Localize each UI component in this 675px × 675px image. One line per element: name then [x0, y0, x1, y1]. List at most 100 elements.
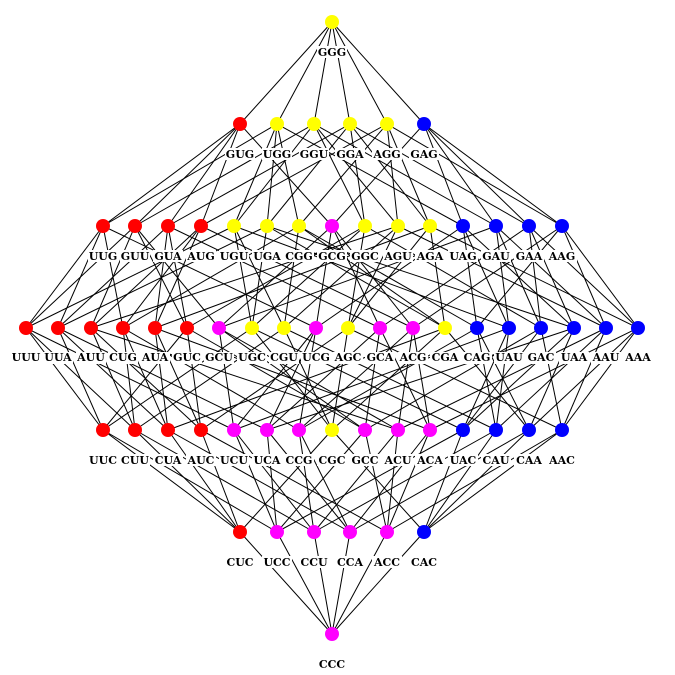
edge-GCC-UCC [276, 429, 366, 533]
node-dot [343, 525, 357, 539]
node-dot [292, 423, 306, 437]
edge-AUA-CUA [154, 327, 169, 431]
node-dot [325, 423, 339, 437]
edge-GGA-GAA [349, 123, 530, 227]
edge-GUG-GUA [167, 123, 241, 227]
edge-UGA-UAA [266, 225, 575, 329]
edge-GCU-UCU [218, 327, 235, 431]
node-label: CAG [464, 351, 491, 364]
node-UGC: UGC [237, 321, 267, 364]
edge-CCG-CCU [298, 429, 315, 533]
edge-UAG-CAG [462, 225, 478, 329]
edge-GGU-GGC [313, 123, 366, 227]
node-label: GUC [173, 351, 201, 364]
label-background [186, 250, 216, 262]
node-UAA: UAA [559, 321, 589, 364]
node-GGG: GGG [317, 15, 347, 59]
label-background [409, 148, 439, 160]
edge-GAA-UAA [528, 225, 575, 329]
edge-CCU-CCC [313, 531, 333, 635]
node-label: UCC [263, 556, 290, 569]
label-background [262, 556, 292, 568]
label-background [335, 556, 365, 568]
edge-GUC-UUC [102, 327, 188, 431]
node-dot [358, 423, 372, 437]
node-label: CAA [516, 454, 542, 467]
label-background [333, 352, 363, 364]
edge-GUU-UUU [25, 225, 136, 329]
node-GUU: GUU [120, 219, 150, 263]
edge-AAG-ACG [412, 225, 563, 329]
node-label: ACC [373, 556, 400, 569]
edge-UCC-CCC [276, 531, 333, 635]
node-dot [423, 219, 437, 233]
label-background [398, 352, 428, 364]
node-ACG: ACG [398, 321, 428, 364]
edge-UCA-UCC [266, 429, 278, 533]
node-dot [417, 117, 431, 131]
edge-UAA-UCA [266, 327, 575, 431]
node-dot [84, 321, 98, 335]
edge-CCG-CCA [298, 429, 351, 533]
node-dot [406, 321, 420, 335]
node-CGU: CGU [269, 321, 299, 364]
node-label: CCA [337, 556, 364, 569]
node-GCU: GCU [204, 321, 234, 364]
node-label: CUG [109, 351, 137, 364]
node-GCC: GCC [350, 423, 380, 467]
node-label: AGG [372, 148, 400, 161]
edge-CGC-CAC [331, 429, 425, 533]
edge-UGG-CGG [276, 123, 300, 227]
edge-UGG-UGA [266, 123, 278, 227]
edge-CUC-CCC [239, 531, 333, 635]
edge-UAU-UCU [233, 327, 510, 431]
node-dot [245, 321, 259, 335]
edge-CGG-CAG [298, 225, 478, 329]
edge-ACA-CCA [349, 429, 431, 533]
node-dot [233, 525, 247, 539]
node-label: UUG [89, 250, 118, 263]
node-UCA: UCA [252, 423, 282, 467]
node-GGU: GGU [299, 117, 329, 161]
node-dot [631, 321, 645, 335]
node-dot [417, 525, 431, 539]
node-label: CCC [319, 658, 346, 671]
node-label: CCG [286, 454, 313, 467]
node-dot [325, 15, 339, 29]
label-background [204, 352, 234, 364]
node-dot [116, 321, 130, 335]
node-dot [555, 219, 569, 233]
node-GAU: GAU [481, 219, 511, 263]
node-label: UUC [89, 454, 117, 467]
edge-GAG-GAU [423, 123, 497, 227]
edge-UAC-CAC [423, 429, 464, 533]
node-dot [373, 321, 387, 335]
edge-CCA-CCC [331, 531, 351, 635]
label-background [108, 352, 138, 364]
edge-GGU-AGU [313, 123, 399, 227]
node-UAG: UAG [448, 219, 478, 263]
edge-AUU-CUU [90, 327, 136, 431]
label-background [372, 556, 402, 568]
node-dot [358, 219, 372, 233]
node-label: UGA [253, 250, 281, 263]
node-label: GGU [300, 148, 329, 161]
label-background [383, 250, 413, 262]
label-background [481, 250, 511, 262]
node-CCC: CCC [317, 627, 347, 671]
label-background [153, 454, 183, 466]
node-label: ACA [416, 454, 443, 467]
edge-GAU-UAU [495, 225, 510, 329]
node-dot [292, 219, 306, 233]
label-background [383, 454, 413, 466]
node-CCG: CCG [284, 423, 314, 467]
edge-UGG-UGU [233, 123, 278, 227]
edge-CGC-CUC [239, 429, 333, 533]
label-background [269, 352, 299, 364]
node-label: AAC [548, 454, 575, 467]
node-dot [148, 321, 162, 335]
edge-AUG-AUU [90, 225, 202, 329]
node-UUC: UUC [88, 423, 118, 467]
edge-AAG-AAA [561, 225, 639, 329]
edge-GGG-UGG [276, 21, 333, 125]
